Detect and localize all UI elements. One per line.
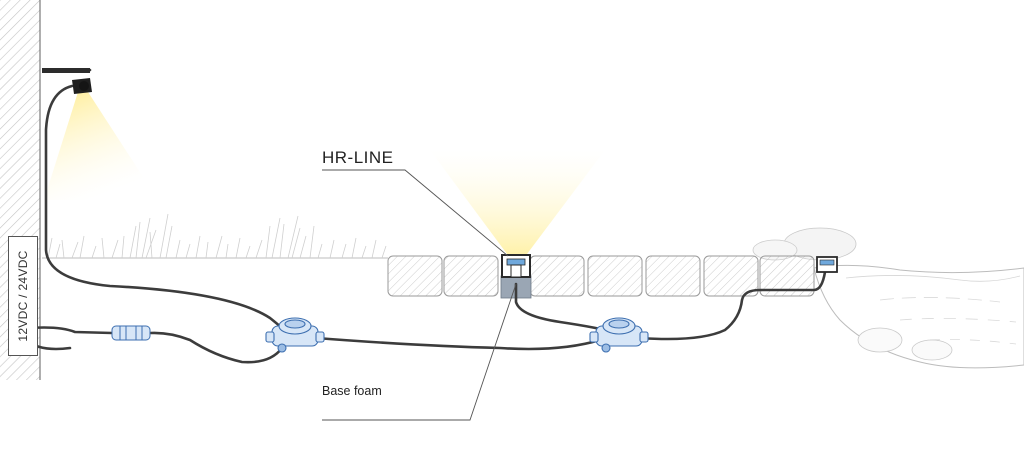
- paver-stone: [703, 255, 759, 297]
- pond: [813, 264, 1024, 369]
- grass: [42, 213, 388, 259]
- paver-stone: [387, 255, 443, 297]
- t-connector-icon: [589, 317, 649, 353]
- inline-connector-icon: [111, 325, 151, 341]
- voltage-label: 12VDC / 24VDC: [16, 250, 30, 342]
- recessed-light-icon: [501, 254, 531, 278]
- paver-stone: [587, 255, 643, 297]
- spotlight-icon: [42, 68, 92, 94]
- paver-stone: [645, 255, 701, 297]
- stones: [752, 227, 857, 261]
- cables: [21, 68, 827, 364]
- paver-row: [387, 255, 815, 297]
- hr-line-beam: [430, 150, 605, 258]
- paver-stone: [529, 255, 585, 297]
- spotlight-beam: [44, 92, 158, 200]
- paver-stone: [443, 255, 499, 297]
- base-foam-label: Base foam: [322, 384, 382, 398]
- recessed-light-icon: [816, 256, 838, 273]
- hr-line-label: HR-LINE: [322, 148, 394, 167]
- voltage-label-box: 12VDC / 24VDC: [8, 236, 38, 356]
- paver-stone: [759, 255, 815, 297]
- t-connector-icon: [265, 317, 325, 353]
- leader-lines: [322, 169, 517, 421]
